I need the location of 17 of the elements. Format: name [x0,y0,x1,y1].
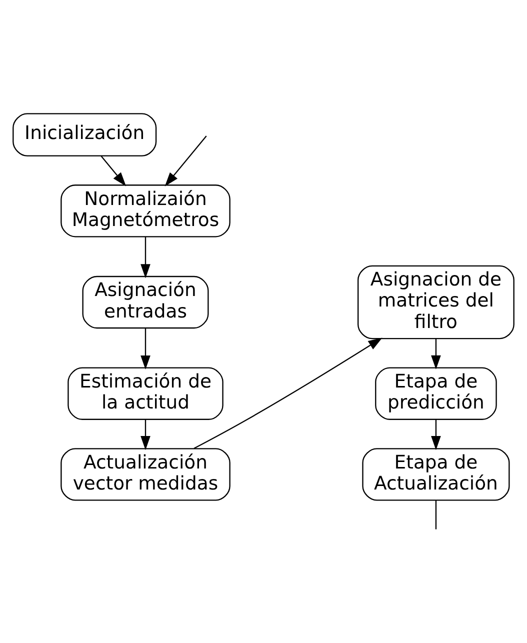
node-box: Normalizaión Magnetómetros [60,184,230,237]
arrow [194,337,382,448]
node-box: Inicialización [12,112,157,156]
node-box: Estimación de la actitud [68,366,224,420]
arrow [140,328,150,370]
arrow [100,155,126,186]
node-box: Actualización vector medidas [60,448,230,500]
arrow [140,236,150,278]
arrow [164,135,207,186]
node-box: Etapa de predicción [375,366,497,420]
arrow [431,419,441,450]
connector [435,500,437,529]
arrow [431,338,441,369]
arrow [140,419,150,450]
node-box: Asignacion de matrices del filtro [358,264,514,339]
node-box: Etapa de Actualización [362,448,510,500]
node-box: Asignación entradas [82,275,209,328]
